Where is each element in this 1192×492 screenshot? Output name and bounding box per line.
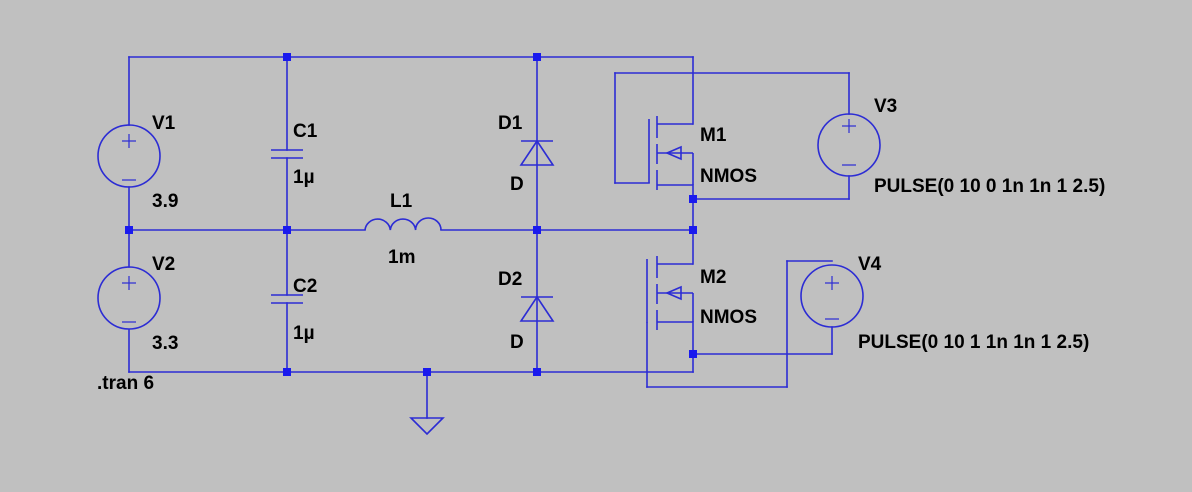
d1-name: D1	[498, 113, 523, 134]
v1-name: V1	[152, 113, 176, 134]
m2-value: NMOS	[700, 307, 757, 328]
junction	[533, 226, 541, 234]
junction	[689, 226, 697, 234]
wires	[128, 56, 850, 419]
v3-value: PULSE(0 10 0 1n 1n 1 2.5)	[874, 176, 1105, 197]
nmos-transistor-icon	[646, 256, 694, 330]
v4-name: V4	[858, 254, 882, 275]
d1-value: D	[510, 174, 524, 195]
l1-inductor[interactable]: L1 1m	[364, 191, 442, 268]
d2-name: D2	[498, 269, 522, 290]
voltage-source-icon	[817, 113, 881, 177]
l1-name: L1	[390, 191, 413, 212]
junction	[283, 53, 291, 61]
c2-name: C2	[293, 276, 317, 297]
m2-name: M2	[700, 267, 726, 288]
junction	[689, 350, 697, 358]
junction	[283, 368, 291, 376]
d2-diode[interactable]: D2 D	[498, 269, 555, 353]
v2-name: V2	[152, 254, 175, 275]
capacitor-icon	[271, 294, 303, 304]
c1-name: C1	[293, 121, 318, 142]
junction	[283, 226, 291, 234]
junctions	[125, 53, 697, 376]
v3-source[interactable]: V3 PULSE(0 10 0 1n 1n 1 2.5)	[817, 96, 1105, 197]
l1-value: 1m	[388, 247, 415, 268]
junction	[533, 368, 541, 376]
m1-name: M1	[700, 125, 727, 146]
diode-icon	[519, 295, 555, 322]
v1-value: 3.9	[152, 191, 178, 212]
v4-value: PULSE(0 10 1 1n 1n 1 2.5)	[858, 332, 1089, 353]
tran-directive[interactable]: .tran 6	[97, 373, 154, 394]
m2-mosfet[interactable]: M2 NMOS	[646, 256, 757, 330]
ground-icon	[409, 417, 445, 436]
diode-icon	[519, 139, 555, 166]
v3-name: V3	[874, 96, 897, 117]
junction	[533, 53, 541, 61]
junction	[689, 195, 697, 203]
m1-mosfet[interactable]: M1 NMOS	[648, 116, 757, 190]
nmos-transistor-icon	[648, 116, 694, 190]
c2-capacitor[interactable]: C2 1µ	[271, 276, 317, 344]
junction	[125, 226, 133, 234]
capacitor-icon	[271, 149, 303, 159]
voltage-source-icon	[97, 266, 161, 330]
v2-source[interactable]: V2 3.3	[97, 254, 178, 354]
c2-value: 1µ	[293, 323, 315, 344]
inductor-icon	[364, 217, 442, 231]
junction	[423, 368, 431, 376]
c1-value: 1µ	[293, 167, 315, 188]
m1-value: NMOS	[700, 166, 757, 187]
v4-source[interactable]: V4 PULSE(0 10 1 1n 1n 1 2.5)	[800, 254, 1089, 353]
v2-value: 3.3	[152, 333, 178, 354]
voltage-source-icon	[800, 264, 864, 328]
v1-source[interactable]: V1 3.9	[97, 113, 178, 212]
d1-diode[interactable]: D1 D	[498, 113, 555, 195]
d2-value: D	[510, 332, 524, 353]
voltage-source-icon	[97, 124, 161, 188]
c1-capacitor[interactable]: C1 1µ	[271, 121, 318, 188]
